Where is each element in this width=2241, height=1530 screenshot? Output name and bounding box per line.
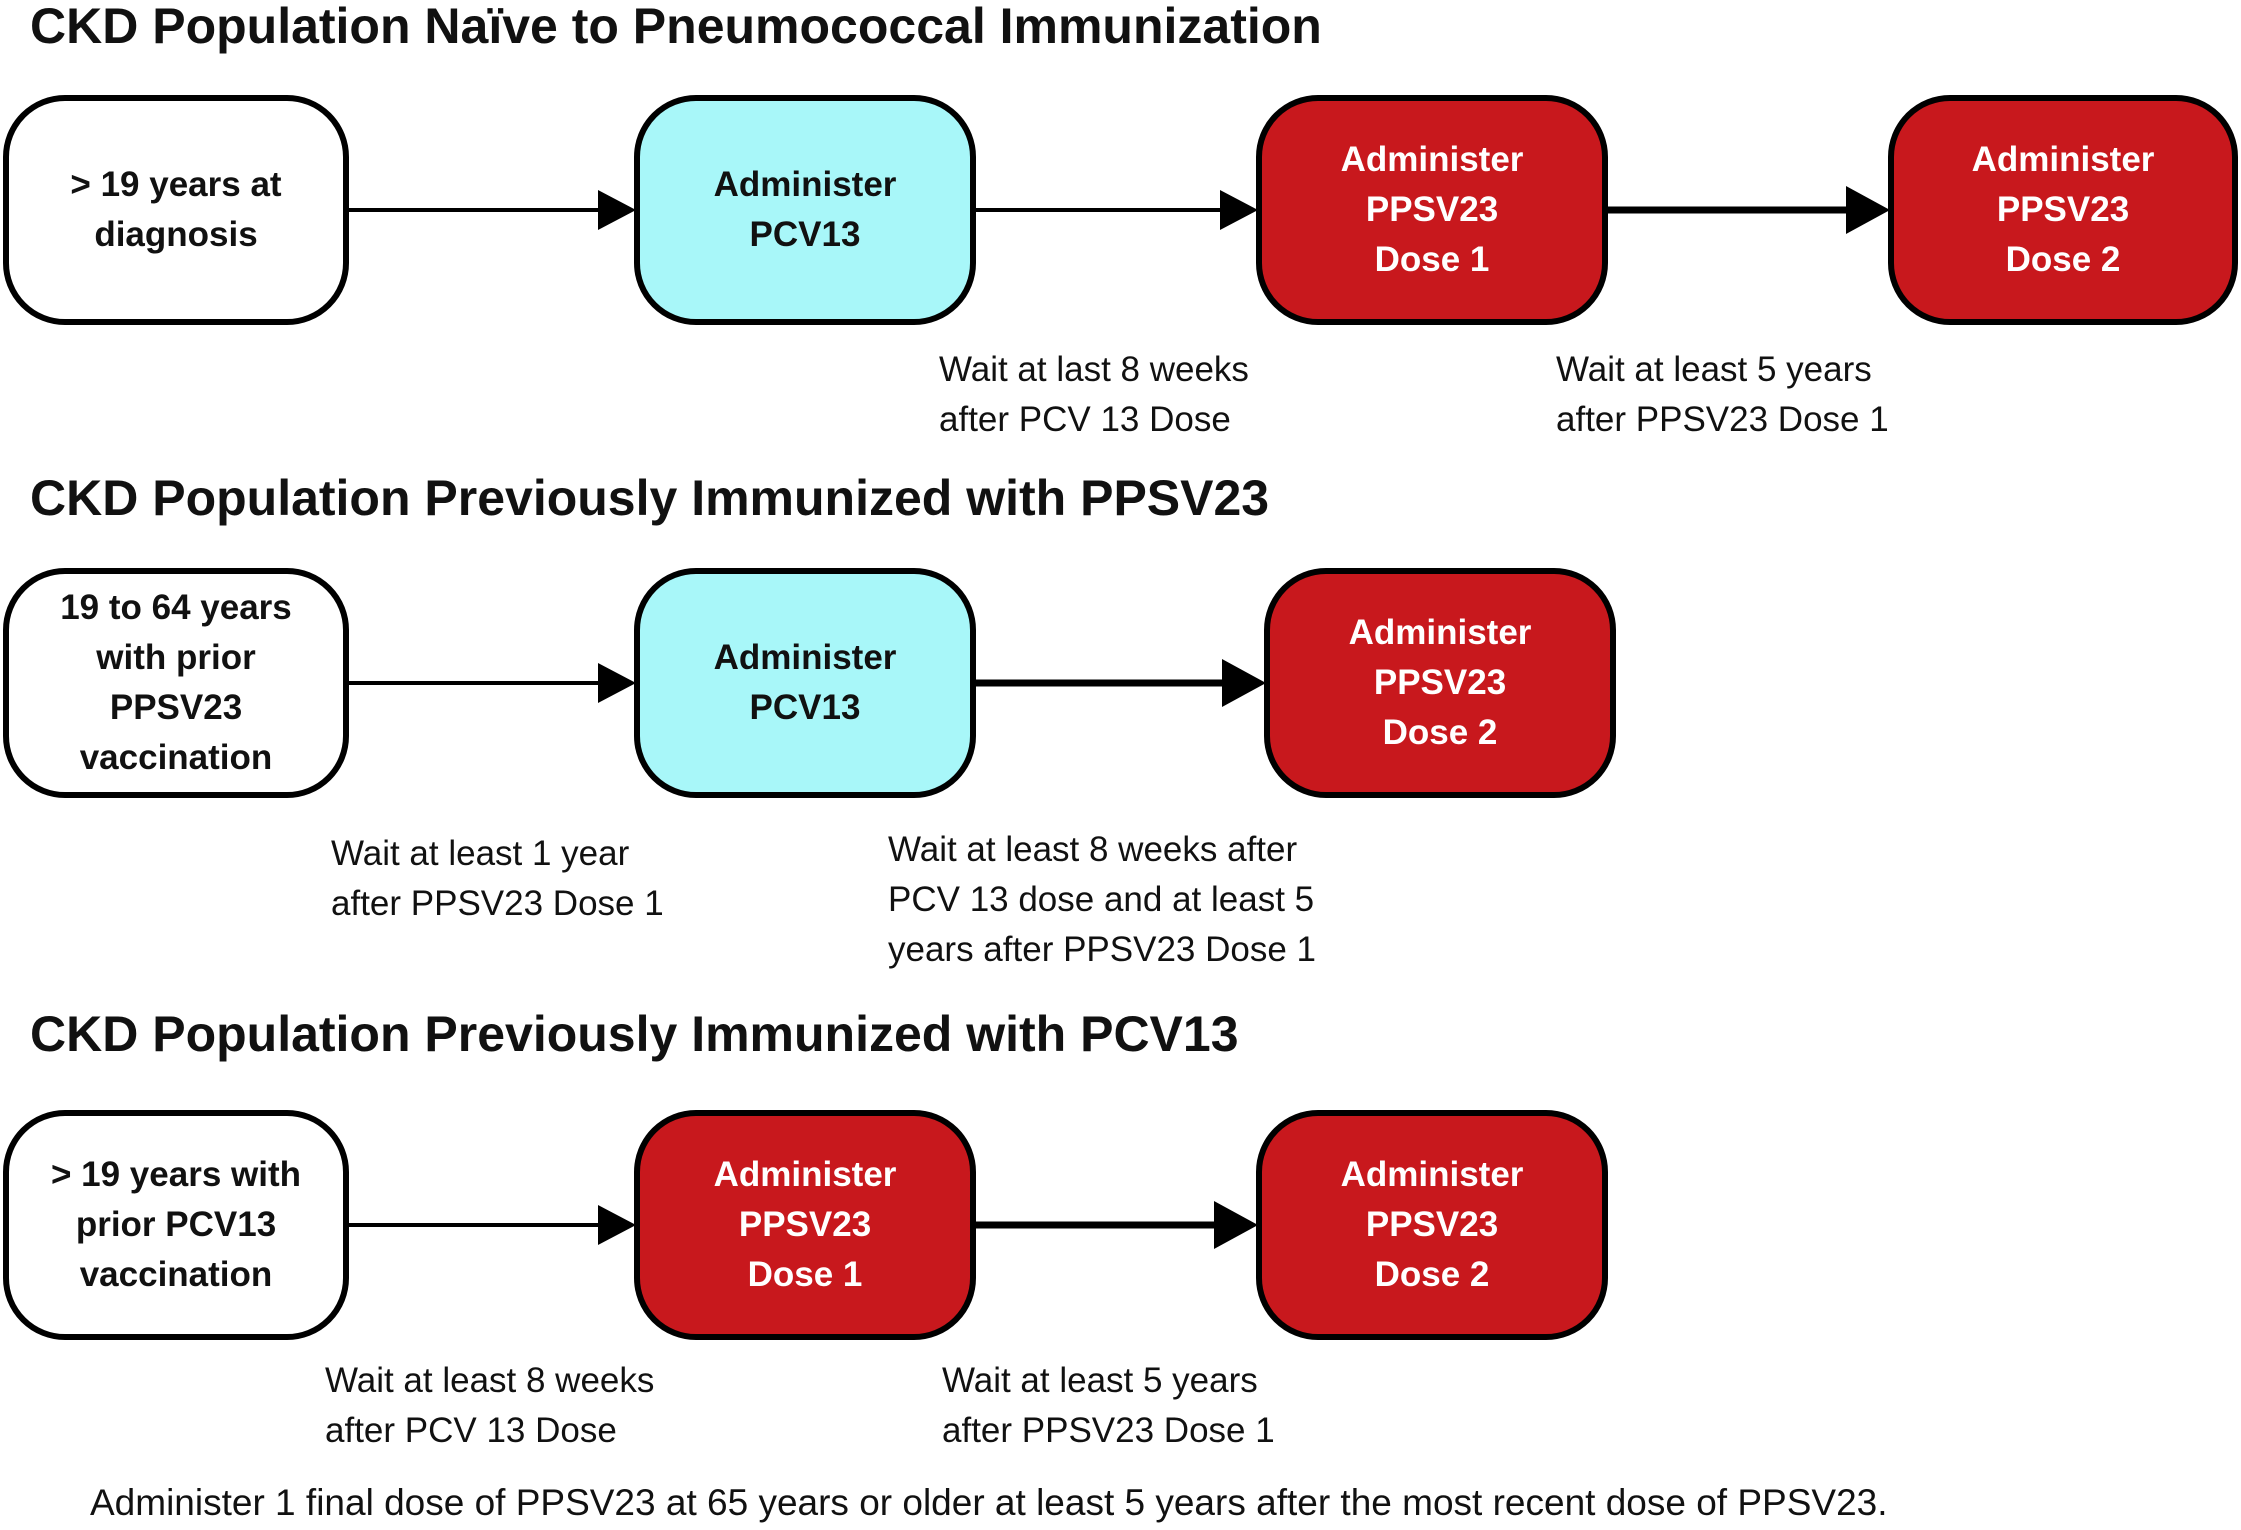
node-ppsv23-dose-2: Administer PPSV23 Dose 2 [1256, 1110, 1608, 1340]
node-prior-ppsv23-vaccination: 19 to 64 years with prior PPSV23 vaccina… [3, 568, 349, 798]
node-line: > 19 years with [50, 1155, 301, 1194]
note-line: Wait at least 5 years [942, 1361, 1258, 1400]
note-line: after PPSV23 Dose 1 [1556, 400, 1889, 439]
node-line: PPSV23 [1373, 663, 1507, 702]
node-line: prior PCV13 [75, 1205, 277, 1244]
node-line: PPSV23 [109, 688, 243, 727]
node-administer-pcv13: Administer PCV13 [634, 568, 976, 798]
node-line: vaccination [79, 1255, 273, 1294]
node-line: Administer [1971, 140, 2155, 179]
node-line: Dose 2 [2005, 240, 2121, 279]
node-ppsv23-dose-2: Administer PPSV23 Dose 2 [1264, 568, 1616, 798]
node-age-at-diagnosis: > 19 years at diagnosis [3, 95, 349, 325]
note-line: Wait at least 8 weeks [325, 1361, 655, 1400]
node-ppsv23-dose-1: Administer PPSV23 Dose 1 [1256, 95, 1608, 325]
node-administer-pcv13: Administer PCV13 [634, 95, 976, 325]
node-line: vaccination [79, 738, 273, 777]
node-line: Dose 1 [1374, 240, 1490, 279]
node-line: Administer [1340, 140, 1524, 179]
note-line: years after PPSV23 Dose 1 [888, 930, 1316, 969]
wait-note: Wait at least 5 years after PPSV23 Dose … [942, 1356, 1275, 1456]
arrowhead-icon [598, 663, 636, 703]
note-line: after PCV 13 Dose [325, 1411, 617, 1450]
node-line: PCV13 [749, 688, 861, 727]
note-line: after PPSV23 Dose 1 [942, 1411, 1275, 1450]
node-line: Administer [713, 165, 897, 204]
arrowhead-icon [598, 1205, 636, 1245]
node-line: Dose 2 [1382, 713, 1498, 752]
node-line: Administer [713, 638, 897, 677]
node-line: > 19 years at [70, 165, 282, 204]
node-line: PPSV23 [1365, 1205, 1499, 1244]
wait-note: Wait at least 8 weeks after PCV 13 dose … [888, 825, 1316, 975]
node-line: Administer [1348, 613, 1532, 652]
node-line: PCV13 [749, 215, 861, 254]
arrowhead-icon [1214, 1201, 1258, 1249]
node-line: PPSV23 [1996, 190, 2130, 229]
note-line: Wait at least 1 year [331, 834, 630, 873]
section-title-prior-ppsv23: CKD Population Previously Immunized with… [30, 470, 1270, 526]
node-line: PPSV23 [738, 1205, 872, 1244]
note-line: after PCV 13 Dose [939, 400, 1231, 439]
node-line: Administer [1340, 1155, 1524, 1194]
node-line: Dose 1 [747, 1255, 863, 1294]
arrowhead-icon [1846, 186, 1890, 234]
node-line: Administer [713, 1155, 897, 1194]
node-line: diagnosis [94, 215, 258, 254]
node-ppsv23-dose-1: Administer PPSV23 Dose 1 [634, 1110, 976, 1340]
node-line: 19 to 64 years [60, 588, 292, 627]
wait-note: Wait at least 1 year after PPSV23 Dose 1 [331, 829, 664, 929]
arrowhead-icon [598, 190, 636, 230]
note-line: after PPSV23 Dose 1 [331, 884, 664, 923]
node-line: Dose 2 [1374, 1255, 1490, 1294]
node-prior-pcv13-vaccination: > 19 years with prior PCV13 vaccination [3, 1110, 349, 1340]
section-title-naive: CKD Population Naïve to Pneumococcal Imm… [30, 0, 1322, 54]
wait-note: Wait at last 8 weeks after PCV 13 Dose [939, 345, 1249, 445]
section-title-prior-pcv13: CKD Population Previously Immunized with… [30, 1006, 1239, 1062]
wait-note: Wait at least 5 years after PPSV23 Dose … [1556, 345, 1889, 445]
node-line: with prior [96, 638, 256, 677]
note-line: PCV 13 dose and at least 5 [888, 880, 1315, 919]
wait-note: Wait at least 8 weeks after PCV 13 Dose [325, 1356, 654, 1456]
note-line: Wait at least 8 weeks after [888, 830, 1298, 869]
note-line: Wait at last 8 weeks [939, 350, 1249, 389]
arrowhead-icon [1222, 659, 1266, 707]
node-line: PPSV23 [1365, 190, 1499, 229]
node-ppsv23-dose-2: Administer PPSV23 Dose 2 [1888, 95, 2238, 325]
arrowhead-icon [1220, 190, 1258, 230]
note-line: Wait at least 5 years [1556, 350, 1872, 389]
footnote: Administer 1 final dose of PPSV23 at 65 … [90, 1482, 1888, 1523]
